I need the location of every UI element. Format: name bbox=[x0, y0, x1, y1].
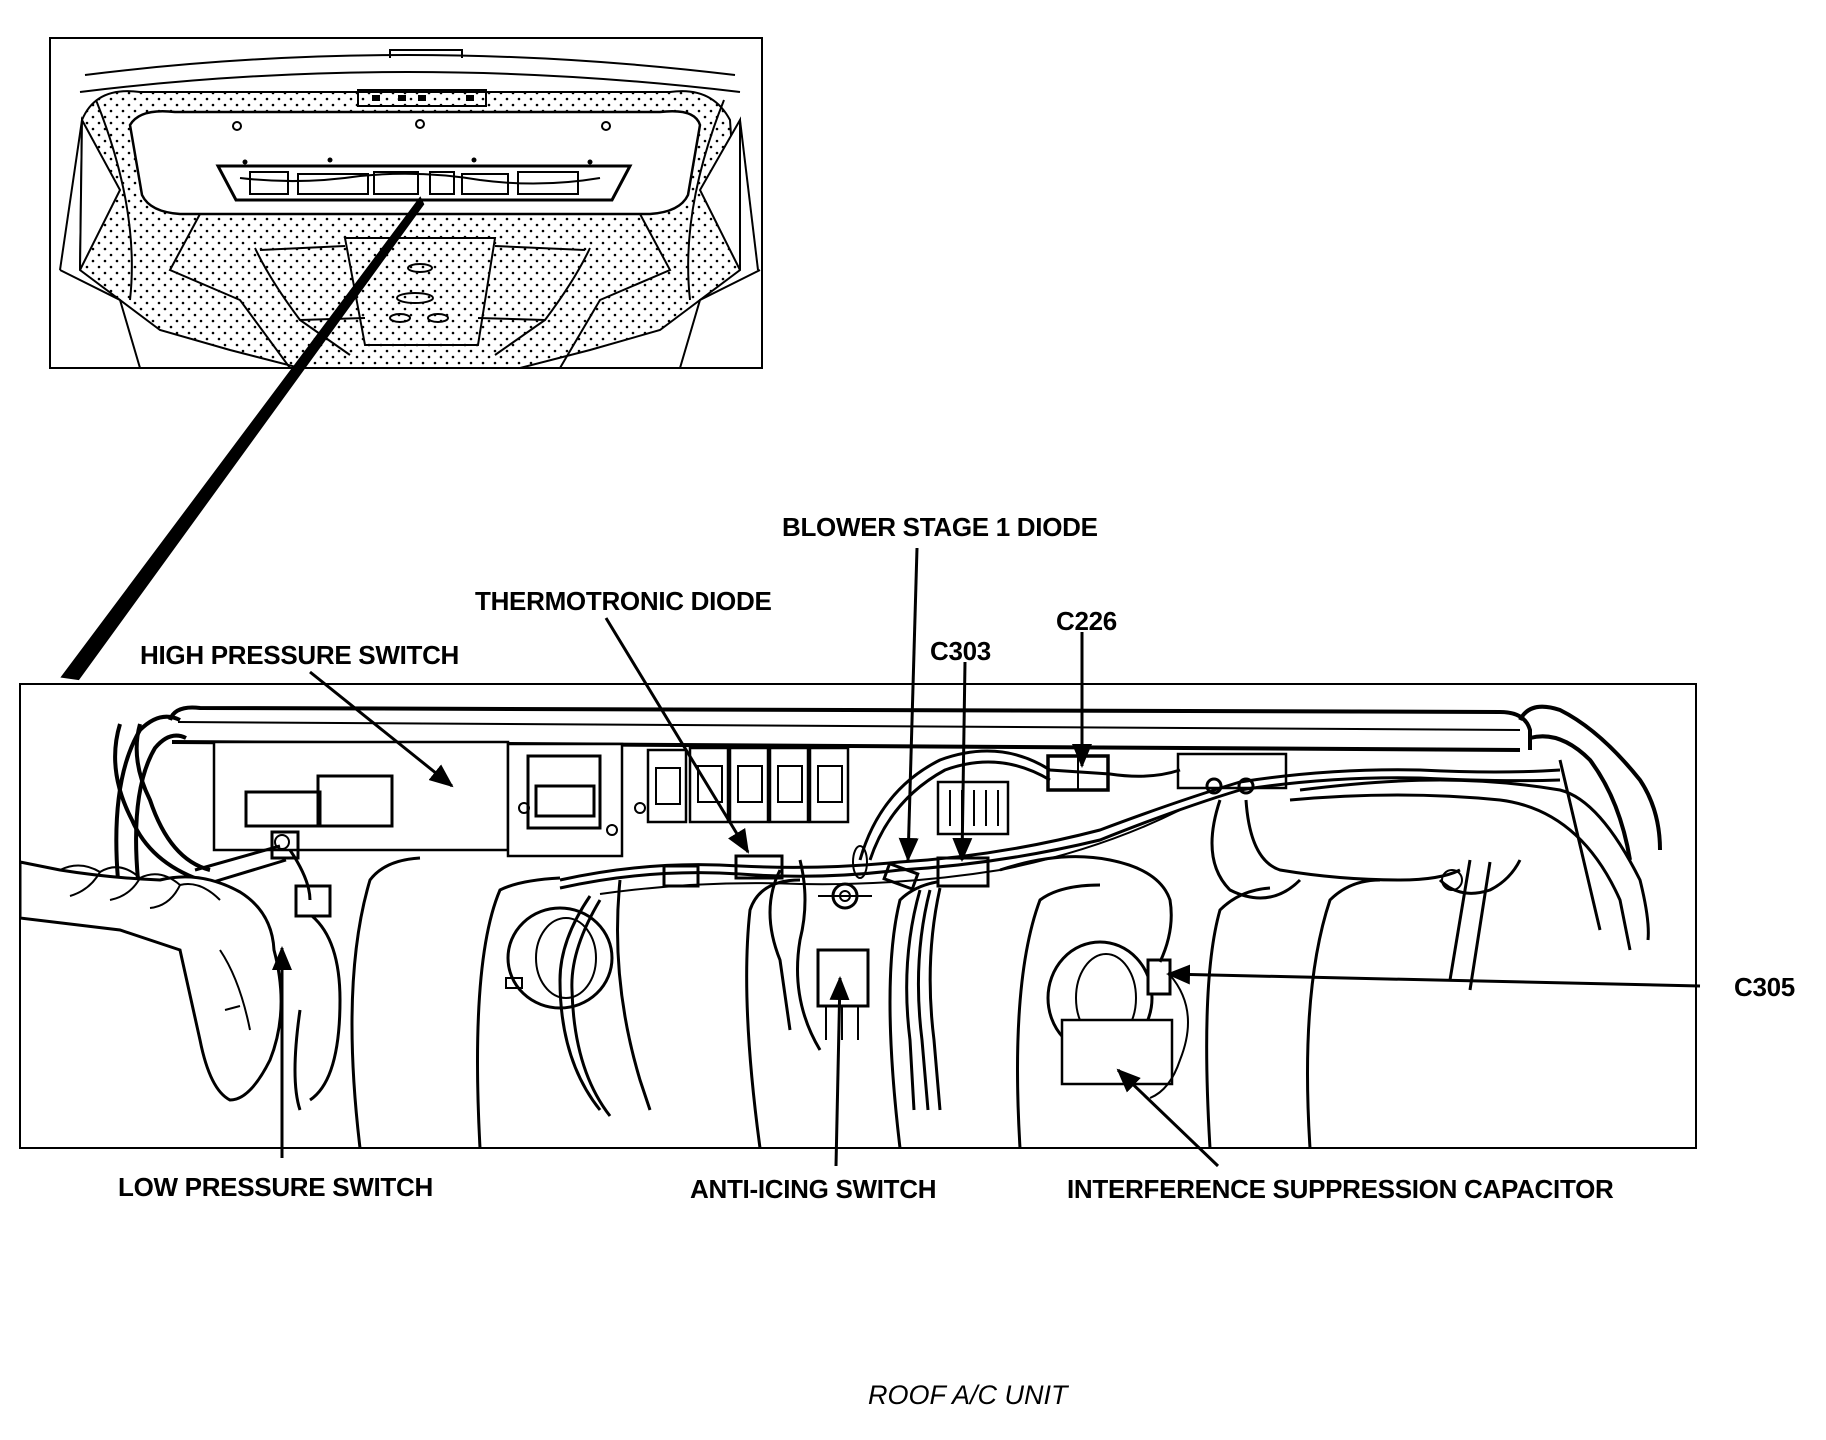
zoom-leader-line bbox=[60, 196, 425, 681]
label-high-pressure-switch: HIGH PRESSURE SWITCH bbox=[140, 640, 459, 670]
label-anti-icing-switch: ANTI-ICING SWITCH bbox=[690, 1174, 936, 1204]
wire-harness bbox=[558, 749, 1650, 1117]
main-view bbox=[19, 683, 1697, 1149]
label-c226: C226 bbox=[1056, 606, 1117, 636]
label-c305: C305 bbox=[1734, 972, 1795, 1002]
relay-bank bbox=[634, 746, 850, 824]
label-thermotronic-diode: THERMOTRONIC DIODE bbox=[475, 586, 771, 616]
label-blower-stage-1-diode: BLOWER STAGE 1 DIODE bbox=[782, 512, 1098, 542]
figure-caption: ROOF A/C UNIT bbox=[868, 1380, 1070, 1410]
inset-view bbox=[49, 37, 763, 369]
label-low-pressure-switch: LOW PRESSURE SWITCH bbox=[118, 1172, 433, 1202]
label-c303: C303 bbox=[930, 636, 991, 666]
leader-lines bbox=[272, 547, 1701, 1168]
label-interference-suppression-capacitor: INTERFERENCE SUPPRESSION CAPACITOR bbox=[1067, 1174, 1614, 1204]
